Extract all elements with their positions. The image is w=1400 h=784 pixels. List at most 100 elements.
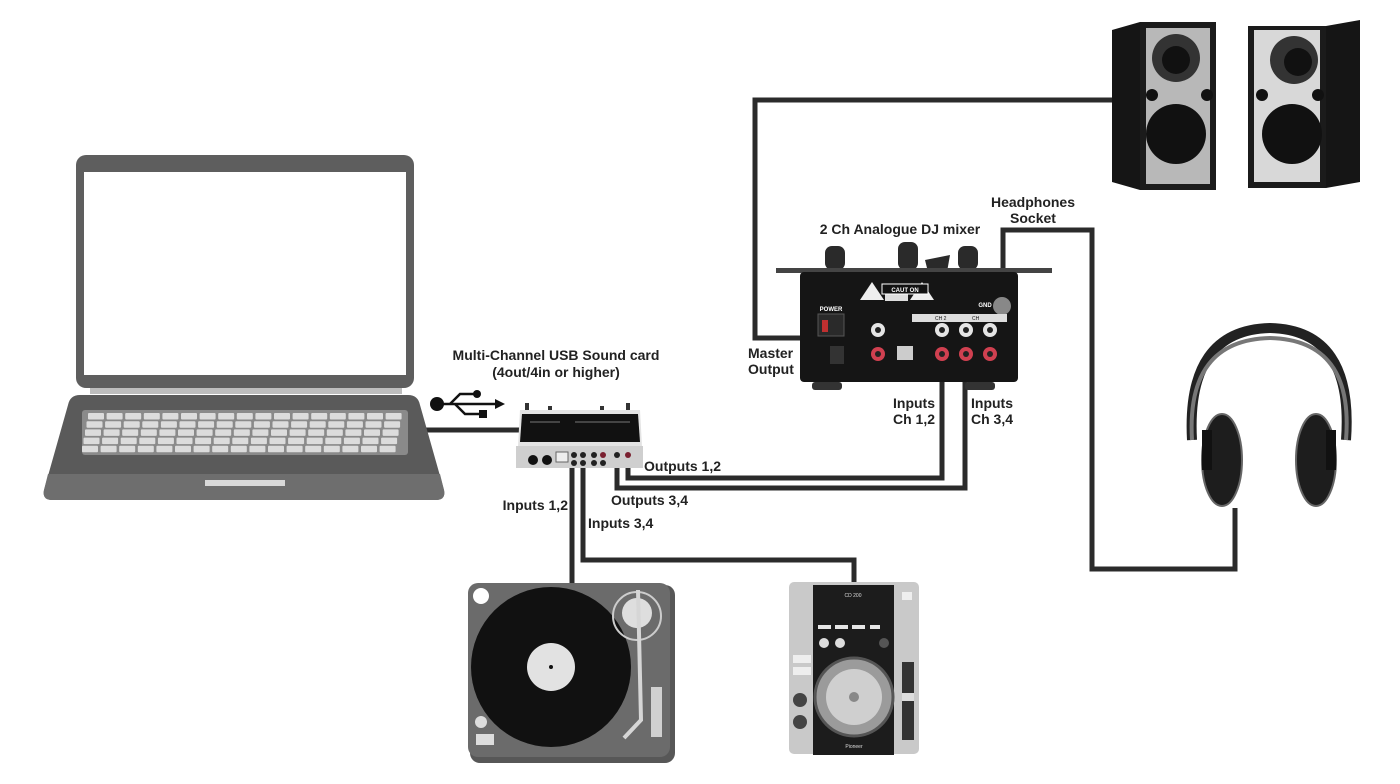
laptop-key <box>252 429 269 436</box>
laptop-key <box>143 413 160 420</box>
laptop-key <box>100 445 117 453</box>
mixer-ch-right: CH <box>972 316 980 322</box>
laptop-key <box>249 445 266 453</box>
mixer-power-text: POWER <box>820 307 843 313</box>
laptop-key <box>122 429 139 436</box>
laptop-key <box>218 413 235 420</box>
laptop-key <box>326 429 343 436</box>
laptop-key <box>125 413 142 420</box>
laptop-key <box>268 445 284 453</box>
laptop-key <box>199 413 216 420</box>
laptop-key <box>361 445 377 453</box>
laptop-key <box>86 421 103 428</box>
laptop-key <box>291 421 308 428</box>
turntable-pitch-slider <box>651 687 662 737</box>
laptop-key <box>328 421 345 428</box>
laptop-key <box>343 437 360 445</box>
label-inputs-ch12-1: Inputs <box>893 395 935 411</box>
laptop-key <box>346 421 363 428</box>
laptop-key <box>323 445 340 453</box>
dj-mixer: CAUT ON POWER GND CH 2 CH <box>776 242 1052 390</box>
laptop-key <box>385 413 402 420</box>
laptop-key <box>193 445 210 453</box>
laptop-key <box>381 437 398 445</box>
laptop-key <box>253 421 270 428</box>
laptop-key <box>362 437 379 445</box>
cable-headphones <box>1000 227 1238 572</box>
cd-player: CD 200 Pioneer <box>789 582 919 755</box>
cables <box>425 97 1238 584</box>
laptop-key <box>162 413 179 420</box>
laptop-key <box>213 437 230 445</box>
laptop-key <box>142 421 159 428</box>
laptop-key <box>379 445 396 453</box>
laptop <box>43 155 445 500</box>
laptop-key <box>159 429 176 436</box>
laptop-key <box>286 445 303 453</box>
laptop-key <box>178 429 194 436</box>
laptop-key <box>236 413 253 420</box>
label-outputs-12: Outputs 1,2 <box>644 458 721 474</box>
laptop-screen <box>84 172 406 375</box>
label-headphones-socket-2: Socket <box>1010 210 1056 226</box>
laptop-key <box>382 429 399 436</box>
laptop-key <box>308 429 325 436</box>
laptop-key <box>274 413 290 420</box>
laptop-key <box>157 437 174 445</box>
turntable-tonearm <box>622 589 644 740</box>
cd-player-display-text: CD 200 <box>845 593 862 599</box>
mixer-power-switch[interactable] <box>817 313 845 337</box>
usb-icon <box>430 390 505 418</box>
label-outputs-34: Outputs 3,4 <box>611 492 688 508</box>
laptop-key <box>82 445 98 453</box>
cable-inputs-34 <box>580 462 857 582</box>
laptop-key <box>139 437 156 445</box>
laptop-key <box>160 421 177 428</box>
sound-card-label-line2: (4out/4in or higher) <box>492 364 620 380</box>
speaker-left-woofer <box>1146 104 1206 164</box>
laptop-key <box>176 437 193 445</box>
mixer-caution-text: CAUT ON <box>891 288 918 294</box>
laptop-key <box>384 421 401 428</box>
label-inputs-12: Inputs 1,2 <box>503 497 569 513</box>
label-inputs-ch34-1: Inputs <box>971 395 1013 411</box>
laptop-key <box>233 429 250 436</box>
laptop-key <box>106 413 123 420</box>
laptop-key <box>367 413 383 420</box>
laptop-key <box>85 429 101 436</box>
mixer-gnd-terminal <box>993 297 1011 315</box>
laptop-key <box>120 437 137 445</box>
laptop-key <box>181 413 197 420</box>
laptop-key <box>119 445 136 453</box>
laptop-key <box>269 437 286 445</box>
laptop-key <box>137 445 154 453</box>
sound-card <box>516 403 643 468</box>
mixer-label: 2 Ch Analogue DJ mixer <box>820 221 981 237</box>
laptop-key <box>156 445 173 453</box>
laptop-keys <box>82 413 402 453</box>
label-inputs-ch12-2: Ch 1,2 <box>893 411 935 427</box>
cable-outputs-34 <box>614 365 968 491</box>
mixer-rca-jacks <box>871 323 997 361</box>
label-master-output-1: Master <box>748 345 794 361</box>
laptop-key <box>289 429 306 436</box>
laptop-key <box>216 421 233 428</box>
cd-player-brand: Pioneer <box>845 744 863 750</box>
laptop-key <box>272 421 289 428</box>
laptop-key <box>175 445 191 453</box>
laptop-key <box>103 429 120 436</box>
sound-card-label-line1: Multi-Channel USB Sound card <box>453 347 660 363</box>
laptop-key <box>250 437 267 445</box>
speaker-left <box>1112 22 1216 190</box>
laptop-key <box>123 421 140 428</box>
mixer-knobs <box>825 242 978 272</box>
laptop-key <box>271 429 287 436</box>
laptop-key <box>105 421 122 428</box>
speaker-right <box>1248 20 1360 188</box>
laptop-key <box>88 413 104 420</box>
laptop-key <box>345 429 362 436</box>
laptop-key <box>364 429 380 436</box>
mixer-dc-jack <box>830 346 844 364</box>
laptop-key <box>342 445 359 453</box>
